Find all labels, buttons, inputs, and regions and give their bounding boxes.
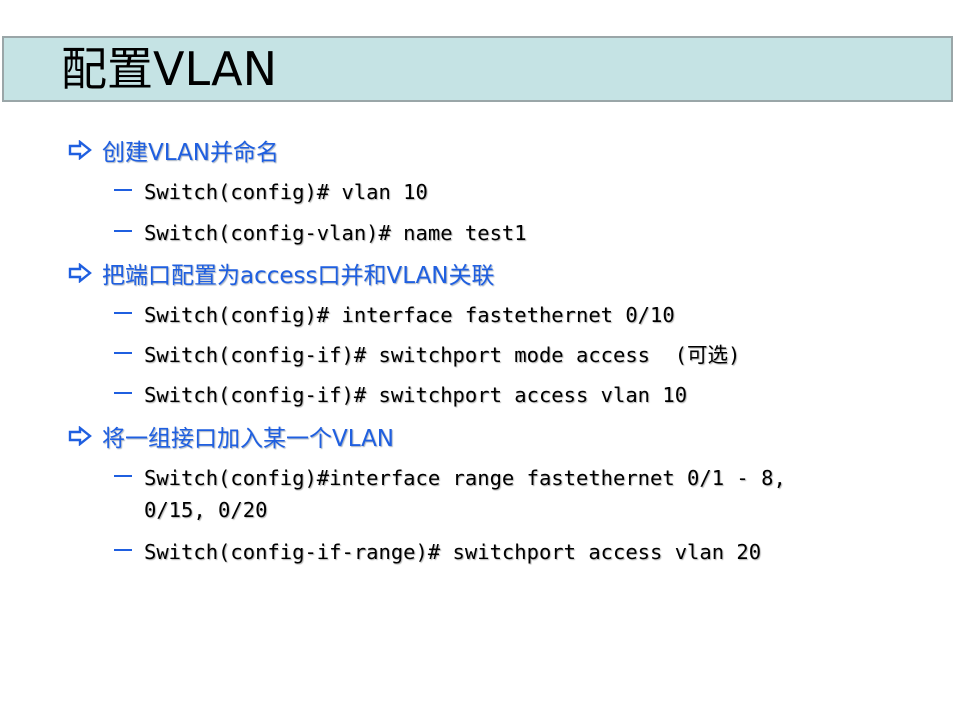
dash-icon (114, 392, 132, 394)
sub-bullet-item: Switch(config-if)# switchport access vla… (114, 379, 844, 411)
bullet-text: 把端口配置为access口并和VLAN关联 (102, 263, 495, 289)
command-text: Switch(config-if-range)# switchport acce… (144, 540, 762, 564)
bullet-text: 将一组接口加入某一个VLAN (102, 426, 395, 452)
bullet-item: 将一组接口加入某一个VLAN (68, 421, 395, 452)
dash-icon (114, 549, 132, 551)
dash-icon (114, 189, 132, 191)
command-text: Switch(config)# vlan 10 (144, 180, 428, 204)
command-text: Switch(config-vlan)# name test1 (144, 221, 527, 245)
sub-bullet-item: Switch(config-if)# switchport mode acces… (114, 339, 844, 371)
right-arrow-icon (68, 426, 92, 446)
sub-bullet-item: Switch(config)#interface range fastether… (114, 462, 844, 526)
command-text: Switch(config)# interface fastethernet 0… (144, 303, 675, 327)
sub-bullet-item: Switch(config-vlan)# name test1 (114, 217, 844, 249)
dash-icon (114, 352, 132, 354)
sub-bullet-item: Switch(config)# vlan 10 (114, 176, 844, 208)
bullet-item: 把端口配置为access口并和VLAN关联 (68, 258, 495, 289)
sub-bullet-item: Switch(config)# interface fastethernet 0… (114, 299, 844, 331)
dash-icon (114, 475, 132, 477)
command-text: Switch(config)#interface range fastether… (144, 466, 799, 522)
slide-title: 配置VLAN (61, 42, 278, 96)
command-text: Switch(config-if)# switchport mode acces… (144, 343, 741, 367)
right-arrow-icon (68, 140, 92, 160)
dash-icon (114, 230, 132, 232)
sub-bullet-item: Switch(config-if-range)# switchport acce… (114, 536, 844, 568)
title-bar: 配置VLAN (2, 36, 953, 102)
bullet-text: 创建VLAN并命名 (102, 140, 280, 166)
right-arrow-icon (68, 263, 92, 283)
dash-icon (114, 312, 132, 314)
bullet-item: 创建VLAN并命名 (68, 135, 280, 166)
command-text: Switch(config-if)# switchport access vla… (144, 383, 688, 407)
